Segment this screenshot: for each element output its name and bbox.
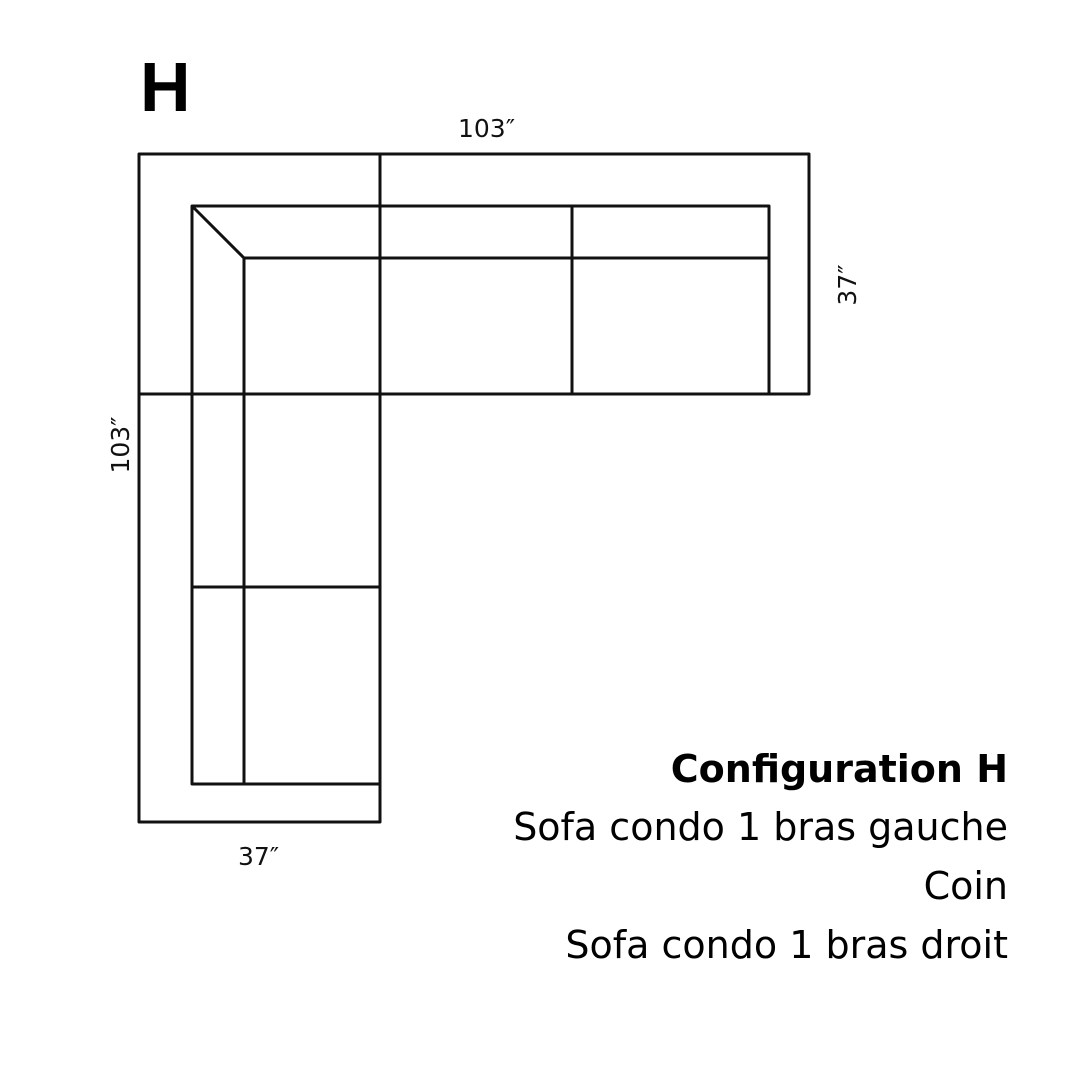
- dimension-left: 103″: [106, 416, 135, 474]
- configuration-caption: Configuration H Sofa condo 1 bras gauche…: [513, 740, 1008, 975]
- caption-item: Coin: [923, 864, 1008, 908]
- corner-diagonal: [190, 204, 246, 260]
- configuration-letter: H: [140, 48, 191, 126]
- caption-item: Sofa condo 1 bras gauche: [513, 805, 1008, 849]
- caption-title: Configuration H: [670, 747, 1008, 791]
- backrest-inner: [190, 204, 771, 786]
- dimension-bottom: 37″: [238, 842, 280, 871]
- caption-item: Sofa condo 1 bras droit: [565, 923, 1008, 967]
- dimension-top: 103″: [458, 114, 516, 143]
- dimension-right: 37″: [833, 264, 862, 306]
- seat-edge: [242, 256, 769, 784]
